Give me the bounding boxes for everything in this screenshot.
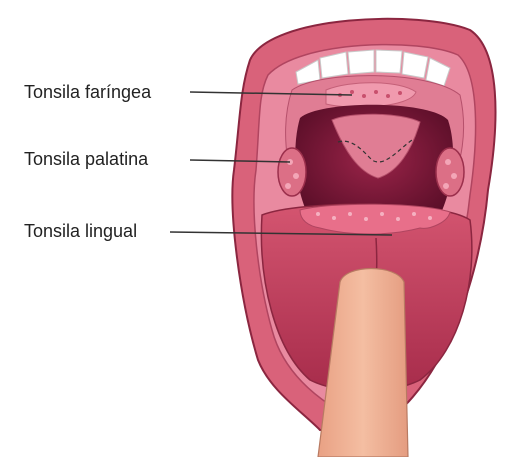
left-palatine-tonsil — [278, 148, 306, 196]
label-lingual-tonsil: Tonsila lingual — [24, 221, 137, 241]
label-palatine-tonsil: Tonsila palatina — [24, 149, 148, 169]
label-pharyngeal-tonsil: Tonsila faríngea — [24, 82, 151, 102]
right-palatine-tonsil — [436, 148, 464, 196]
